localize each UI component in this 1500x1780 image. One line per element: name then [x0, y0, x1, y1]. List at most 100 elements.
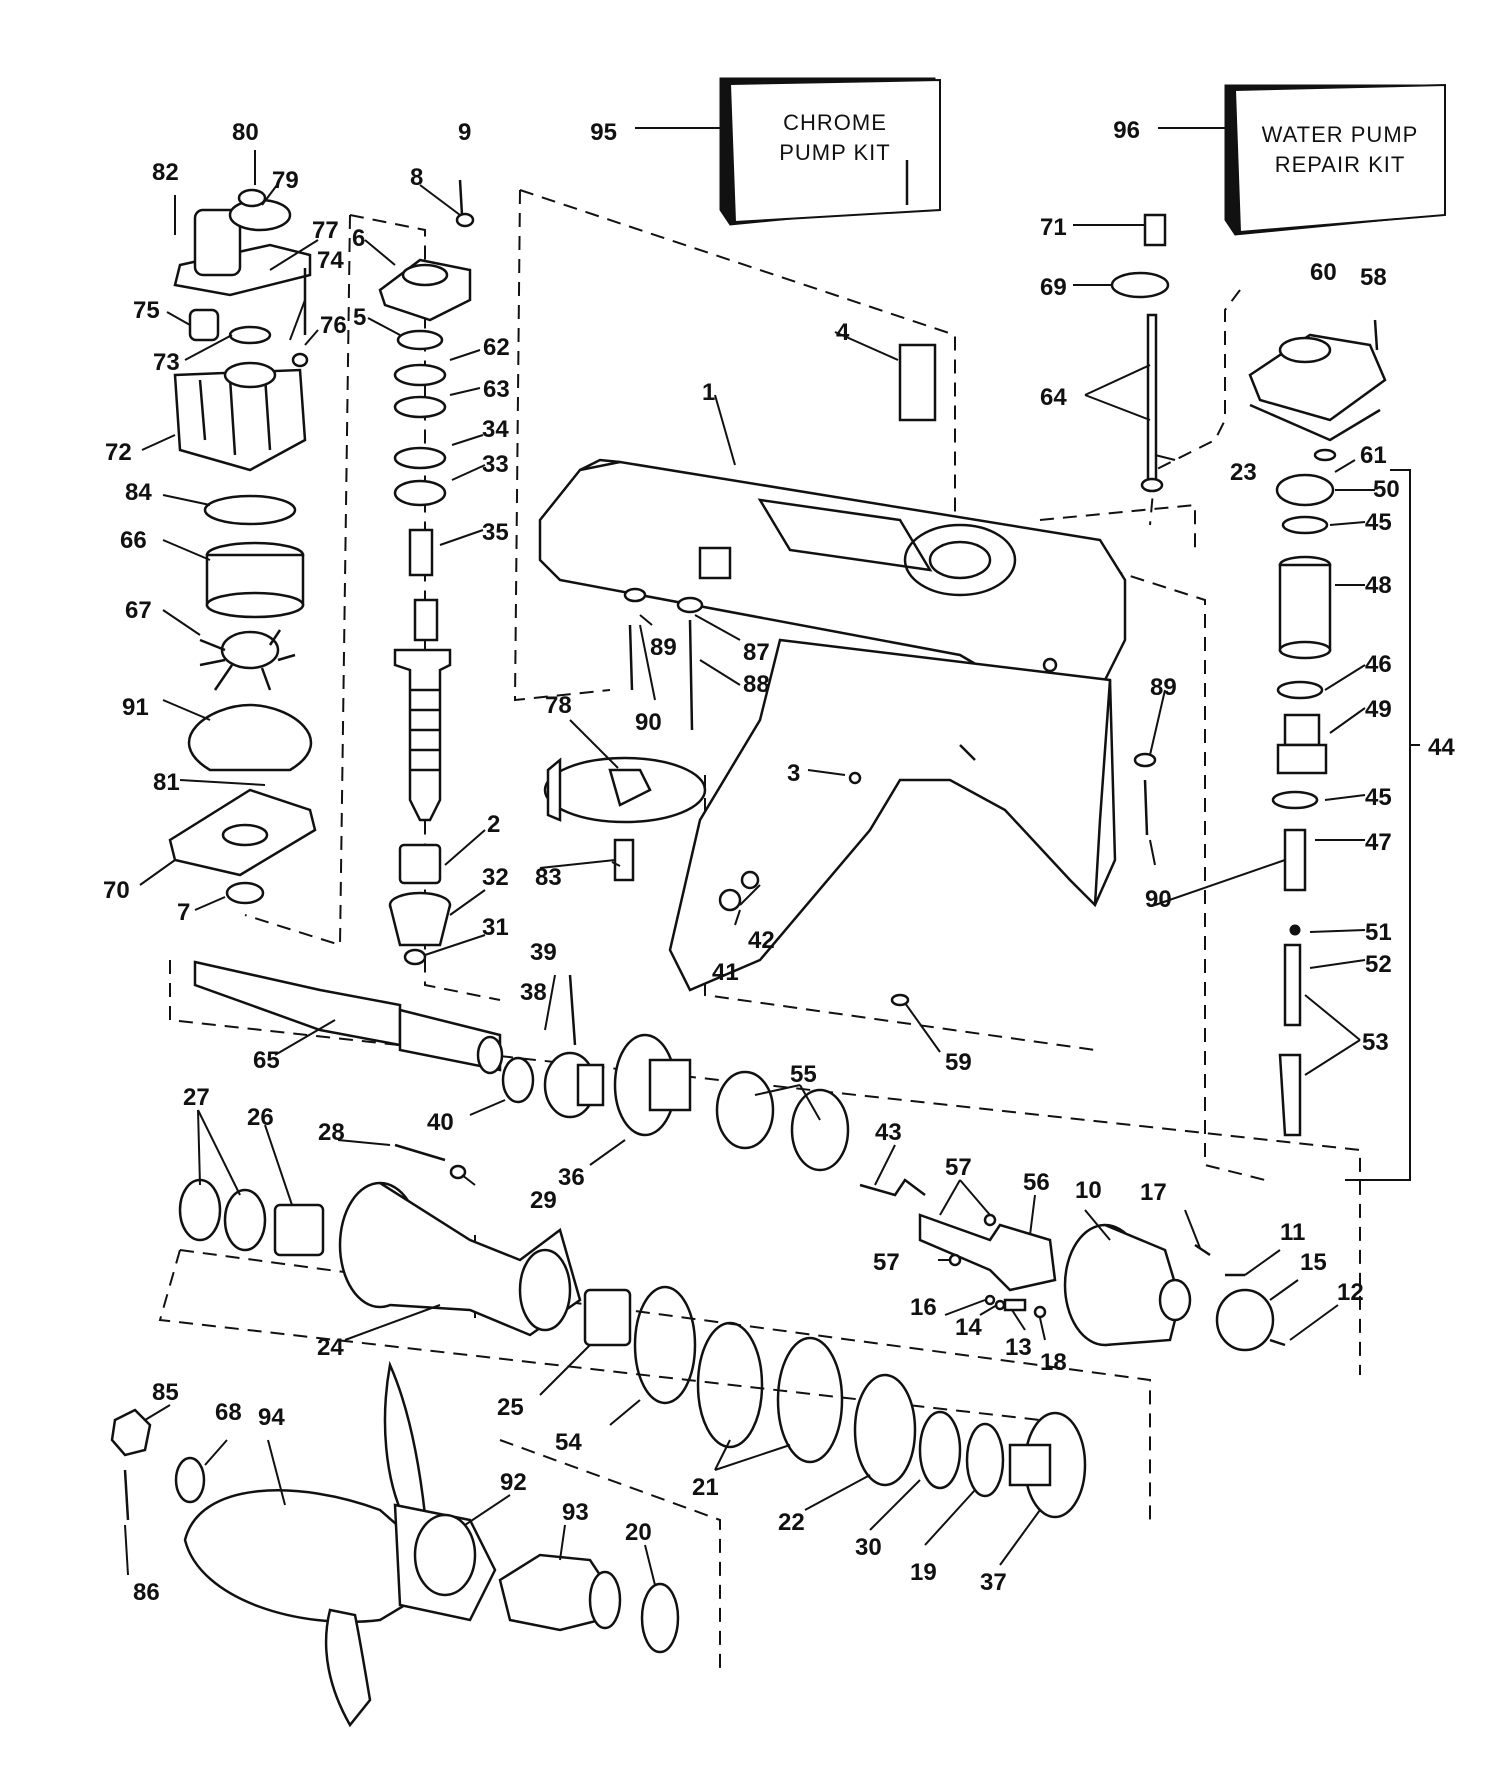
label-63: 63 [483, 376, 510, 403]
washer-89-right [1133, 752, 1157, 768]
label-52: 52 [1365, 951, 1392, 978]
retainer-plate-22 [853, 1373, 917, 1487]
label-3: 3 [787, 760, 800, 787]
shifter-56 [918, 1213, 1057, 1292]
label-32: 32 [482, 864, 509, 891]
label-93: 93 [562, 1499, 589, 1526]
label-7: 7 [177, 899, 190, 926]
label-76: 76 [320, 312, 347, 339]
label-61: 61 [1360, 442, 1387, 469]
seal-27-a [178, 1178, 222, 1242]
drive-shaft [393, 528, 452, 822]
grommet-part [188, 308, 220, 342]
washer-76 [291, 352, 309, 368]
ball-51 [1289, 924, 1301, 936]
label-55: 55 [790, 1061, 817, 1088]
seal-27-b [223, 1188, 267, 1252]
label-51: 51 [1365, 919, 1392, 946]
cam-13 [1003, 1298, 1027, 1312]
bearing-cone-55 [715, 1070, 850, 1172]
label-38: 38 [520, 979, 547, 1006]
label-64: 64 [1040, 384, 1067, 411]
label-34: 34 [482, 416, 509, 443]
o-ring-45-top [1281, 515, 1329, 535]
label-22: 22 [778, 1509, 805, 1536]
water-kit-line2: REPAIR KIT [1275, 152, 1406, 177]
label-96: 96 [1113, 117, 1140, 144]
label-91: 91 [122, 694, 149, 721]
label-45-bottom: 45 [1365, 784, 1392, 811]
label-80: 80 [232, 119, 259, 146]
spring-14 [994, 1299, 1006, 1311]
label-70: 70 [103, 877, 130, 904]
washer-8 [455, 212, 475, 228]
label-15: 15 [1300, 1249, 1327, 1276]
impeller-housing [173, 361, 307, 472]
label-31: 31 [482, 914, 509, 941]
screw-90-right [1143, 779, 1149, 836]
label-28: 28 [318, 1119, 345, 1146]
label-95: 95 [590, 119, 617, 146]
label-5: 5 [353, 304, 366, 331]
label-62: 62 [483, 334, 510, 361]
shift-rod-47 [1283, 828, 1307, 892]
bearing-housing-24 [338, 1181, 582, 1337]
label-86: 86 [133, 1579, 160, 1606]
label-94: 94 [258, 1404, 285, 1431]
label-85: 85 [152, 1379, 179, 1406]
gear-housing [538, 458, 1127, 992]
o-ring-54 [633, 1285, 697, 1405]
pin-39 [568, 974, 577, 1046]
label-40: 40 [427, 1109, 454, 1136]
label-81: 81 [153, 769, 180, 796]
label-35: 35 [482, 519, 509, 546]
label-67: 67 [125, 597, 152, 624]
cotter-pin-86 [123, 1469, 130, 1521]
ball-57-b [983, 1213, 997, 1227]
label-50: 50 [1373, 476, 1400, 503]
nut-31 [403, 948, 427, 966]
label-23: 23 [1230, 459, 1257, 486]
label-74: 74 [317, 247, 344, 274]
label-65: 65 [253, 1047, 280, 1074]
screw-90-left [628, 624, 634, 691]
label-25: 25 [497, 1394, 524, 1421]
label-46: 46 [1365, 651, 1392, 678]
label-60: 60 [1310, 259, 1337, 286]
ball-57 [948, 1253, 962, 1267]
screw-12 [1269, 1338, 1286, 1347]
washer-34 [393, 446, 447, 470]
label-41: 41 [712, 959, 739, 986]
plug-59 [890, 993, 910, 1007]
label-8: 8 [410, 164, 423, 191]
shift-rod-assembly [1110, 213, 1170, 493]
label-66: 66 [120, 527, 147, 554]
impeller [199, 629, 296, 691]
label-13: 13 [1005, 1334, 1032, 1361]
label-39: 39 [530, 939, 557, 966]
ring-61 [1313, 448, 1337, 462]
label-19: 19 [910, 1559, 937, 1586]
screw-58 [1373, 319, 1379, 351]
needle-bearing-25 [583, 1288, 632, 1347]
label-4: 4 [836, 319, 850, 346]
needle-bearing-2 [398, 843, 442, 885]
screw-28 [394, 1143, 446, 1162]
thrust-washer-30 [918, 1410, 962, 1490]
impeller-plate [168, 788, 317, 877]
label-90-right: 90 [1145, 886, 1172, 913]
label-44: 44 [1428, 734, 1455, 761]
label-30: 30 [855, 1534, 882, 1561]
stud-88 [688, 619, 694, 731]
label-77: 77 [312, 217, 339, 244]
retainer-15 [1215, 1288, 1275, 1352]
label-36: 36 [558, 1164, 585, 1191]
sleeve-48 [1278, 555, 1332, 660]
detent-16 [984, 1294, 996, 1306]
o-ring-gasket [187, 703, 313, 772]
label-43: 43 [875, 1119, 902, 1146]
spring-43 [859, 1178, 926, 1197]
label-57-top: 57 [945, 1154, 972, 1181]
label-57-bottom: 57 [873, 1249, 900, 1276]
label-90-left: 90 [635, 709, 662, 736]
